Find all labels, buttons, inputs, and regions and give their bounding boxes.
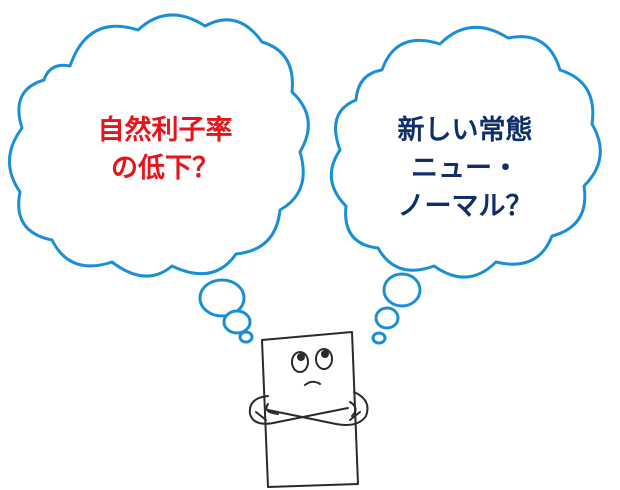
thought-bubble-trail-left	[198, 278, 254, 344]
trail-bubble-right-large	[382, 272, 422, 308]
thought-left-line-1: 自然利子率	[97, 115, 233, 146]
character-crossed-arms	[248, 391, 369, 426]
thought-right-line-3: ノーマル？	[397, 191, 533, 222]
thought-left-text: 自然利子率 の低下？	[40, 112, 290, 188]
thought-right-line-2: ニュー・	[411, 153, 519, 184]
thought-cloud-right	[329, 25, 602, 279]
character-eyes	[291, 348, 333, 373]
trail-bubble-left-large	[198, 278, 246, 318]
thought-right-text: 新しい常態 ニュー・ ノーマル？	[340, 112, 590, 226]
thought-cloud-left	[8, 13, 310, 278]
character-mouth	[304, 380, 321, 386]
trail-bubble-right-small	[371, 331, 387, 345]
character-body	[261, 331, 359, 488]
thought-cloud-right-outline	[329, 25, 602, 279]
thinking-character	[248, 331, 369, 488]
thought-cloud-left-outline	[8, 13, 310, 278]
thought-right-line-1: 新しい常態	[397, 115, 533, 146]
trail-bubble-left-small	[238, 330, 254, 344]
trail-bubble-left-medium	[222, 309, 252, 335]
thought-left-line-2: の低下？	[111, 153, 219, 184]
thought-bubble-trail-right	[371, 272, 422, 345]
trail-bubble-right-medium	[374, 306, 400, 330]
